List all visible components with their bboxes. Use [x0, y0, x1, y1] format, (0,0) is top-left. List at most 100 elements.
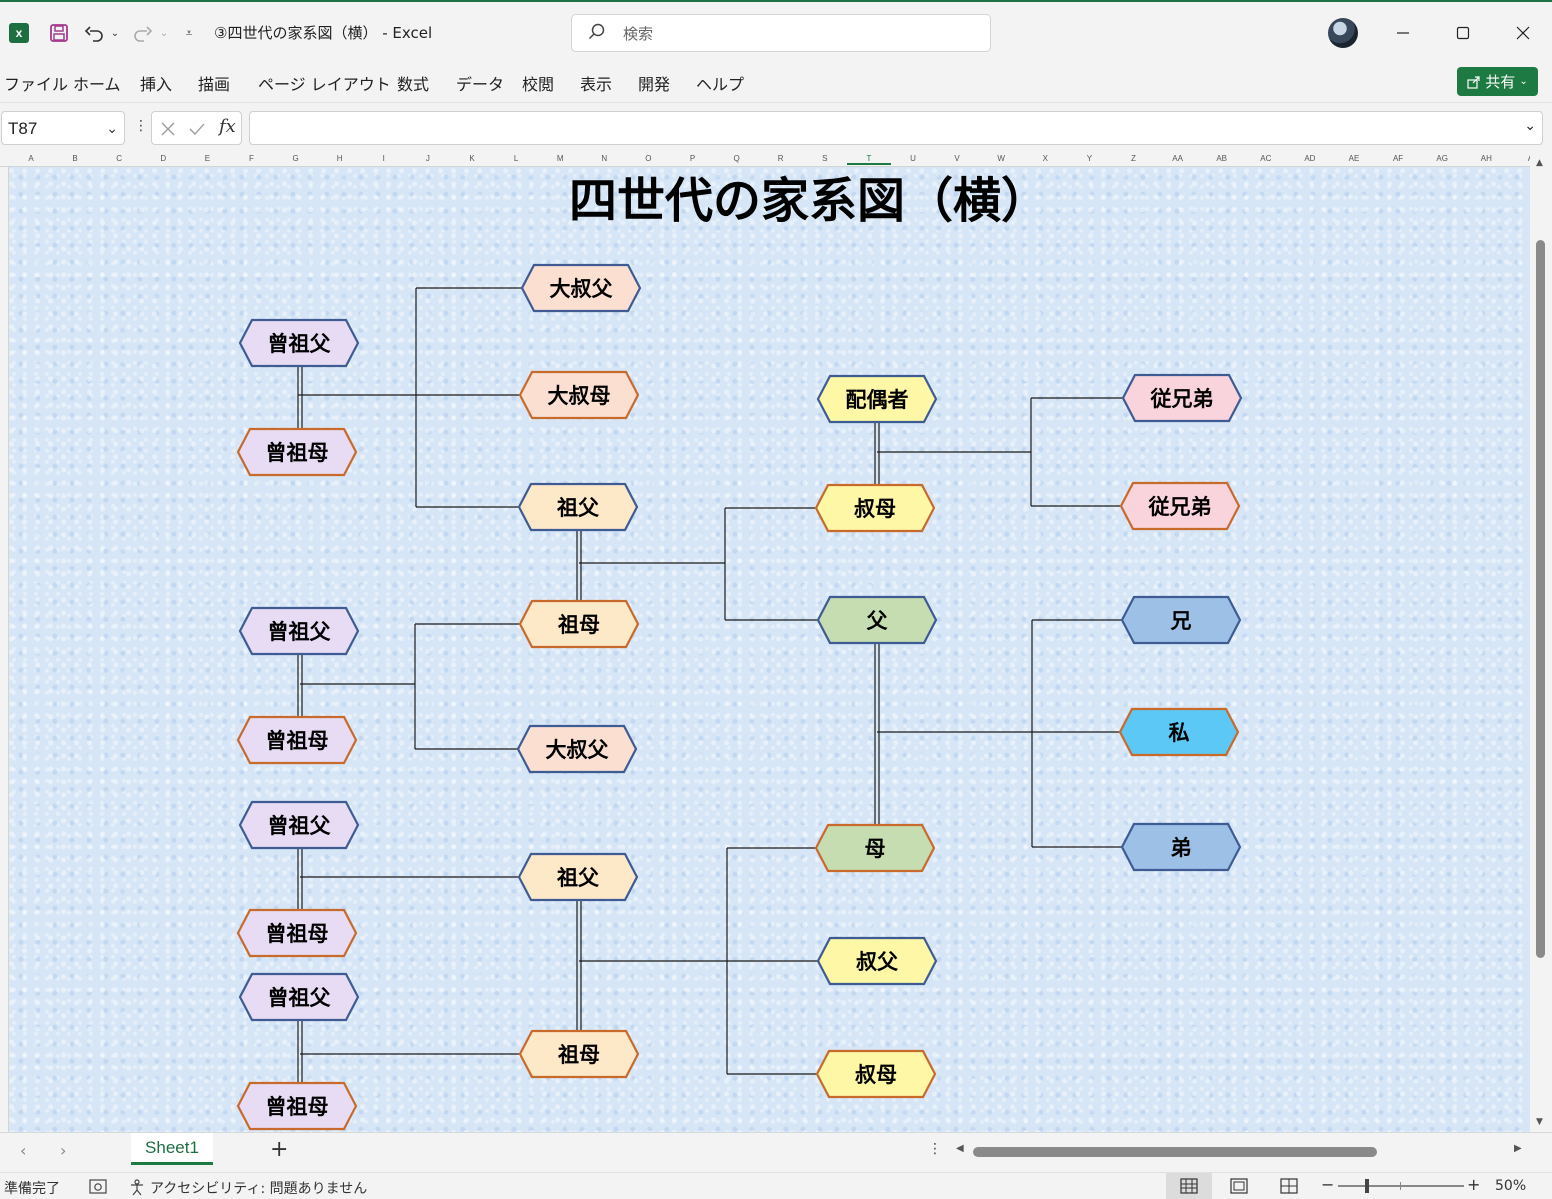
column-header[interactable]: AG — [1436, 154, 1448, 163]
tab-file[interactable]: ファイル — [4, 75, 69, 94]
column-header[interactable]: R — [777, 154, 784, 163]
save-icon[interactable] — [46, 20, 72, 46]
accessibility-icon[interactable] — [128, 1178, 146, 1196]
accessibility-status[interactable]: アクセシビリティ: 問題ありません — [150, 1181, 368, 1197]
formula-input[interactable]: ⌄ — [249, 111, 1543, 145]
column-header[interactable]: F — [249, 154, 254, 163]
scroll-up-icon[interactable]: ▲ — [1536, 158, 1543, 168]
column-header[interactable]: A — [28, 154, 34, 163]
family-node-n4[interactable]: 曾祖母 — [236, 715, 358, 765]
confirm-entry-icon[interactable] — [188, 121, 206, 137]
tab-formulas[interactable]: 数式 — [397, 75, 430, 94]
tab-insert[interactable]: 挿入 — [140, 75, 173, 94]
zoom-slider[interactable] — [1338, 1179, 1464, 1193]
family-node-n15[interactable]: 祖母 — [518, 1029, 640, 1079]
family-node-n21[interactable]: 叔母 — [815, 1049, 937, 1099]
scroll-left-icon[interactable]: ◀ — [956, 1143, 964, 1154]
column-header[interactable]: L — [513, 154, 519, 163]
column-header[interactable]: S — [822, 154, 828, 163]
name-box[interactable]: T87 ⌄ — [1, 111, 125, 145]
column-header[interactable]: W — [997, 154, 1005, 163]
family-node-n14[interactable]: 祖父 — [517, 852, 639, 902]
column-header[interactable]: T — [846, 154, 891, 165]
family-node-n25[interactable]: 私 — [1118, 707, 1240, 757]
column-header[interactable]: G — [292, 154, 299, 163]
family-node-n24[interactable]: 兄 — [1120, 595, 1242, 645]
macro-record-icon[interactable] — [89, 1179, 107, 1195]
share-button[interactable]: 共有 ⌄ — [1457, 67, 1538, 96]
tab-data[interactable]: データ — [456, 75, 505, 94]
redo-dropdown-icon[interactable]: ⌄ — [159, 27, 169, 39]
family-node-n20[interactable]: 叔父 — [816, 936, 938, 986]
worksheet-grid[interactable]: 四世代の家系図（横） 曾祖父曾祖母曾祖父曾祖母曾祖父曾祖母曾祖父曾祖母大叔父大叔… — [9, 167, 1530, 1132]
next-sheet-icon[interactable]: › — [60, 1141, 67, 1160]
family-node-n16[interactable]: 配偶者 — [816, 374, 938, 424]
expand-formula-icon[interactable]: ⌄ — [1524, 118, 1536, 134]
tab-page-layout[interactable]: ページ レイアウト — [258, 75, 391, 94]
column-header[interactable]: Q — [733, 154, 740, 163]
family-node-n10[interactable]: 大叔母 — [518, 370, 640, 420]
family-node-n2[interactable]: 曾祖母 — [236, 427, 358, 477]
column-header[interactable]: AH — [1480, 154, 1492, 163]
close-icon[interactable] — [1508, 18, 1538, 48]
family-node-n9[interactable]: 大叔父 — [520, 263, 642, 313]
column-header[interactable]: AF — [1392, 154, 1404, 163]
vertical-scroll-thumb[interactable] — [1536, 240, 1545, 958]
family-node-n12[interactable]: 祖母 — [518, 599, 640, 649]
page-break-view-icon[interactable] — [1280, 1178, 1298, 1194]
column-header[interactable]: U — [910, 154, 916, 163]
family-node-n13[interactable]: 大叔父 — [516, 724, 638, 774]
column-header[interactable]: V — [954, 154, 960, 163]
add-sheet-icon[interactable]: + — [270, 1137, 289, 1162]
family-node-n5[interactable]: 曾祖父 — [238, 800, 360, 850]
insert-function-icon[interactable]: fx — [219, 116, 236, 137]
tab-draw[interactable]: 描画 — [198, 75, 231, 94]
cancel-entry-icon[interactable] — [160, 121, 176, 137]
customize-toolbar-icon[interactable]: ⩡ — [185, 25, 193, 40]
column-header[interactable]: B — [72, 154, 78, 163]
column-header[interactable]: D — [160, 154, 167, 163]
column-header[interactable]: AA — [1172, 154, 1183, 163]
horizontal-scroll-thumb[interactable] — [973, 1147, 1377, 1157]
column-header[interactable]: AD — [1304, 154, 1316, 163]
chevron-down-icon[interactable]: ⌄ — [106, 120, 118, 136]
column-header[interactable]: C — [116, 154, 123, 163]
column-header[interactable]: X — [1042, 154, 1048, 163]
horizontal-scrollbar[interactable]: ◀ ▶ — [952, 1139, 1530, 1165]
column-header[interactable]: K — [469, 154, 475, 163]
zoom-in-icon[interactable]: + — [1467, 1175, 1481, 1194]
family-node-n8[interactable]: 曾祖母 — [236, 1081, 358, 1131]
vertical-scrollbar[interactable]: ▲ ▼ — [1530, 152, 1552, 1132]
redo-icon[interactable] — [131, 20, 155, 46]
prev-sheet-icon[interactable]: ‹ — [20, 1141, 27, 1160]
family-node-n1[interactable]: 曾祖父 — [238, 318, 360, 368]
column-header[interactable]: M — [556, 154, 564, 163]
scroll-right-icon[interactable]: ▶ — [1514, 1143, 1522, 1154]
family-node-n7[interactable]: 曾祖父 — [238, 972, 360, 1022]
search-box[interactable]: 検索 — [571, 14, 991, 52]
column-header[interactable]: AB — [1216, 154, 1228, 163]
column-header[interactable]: E — [204, 154, 211, 163]
tab-options-icon[interactable]: ⋮ — [928, 1141, 942, 1157]
family-node-n17[interactable]: 叔母 — [814, 483, 936, 533]
family-node-n23[interactable]: 従兄弟 — [1119, 481, 1241, 531]
tab-view[interactable]: 表示 — [580, 75, 613, 94]
column-header[interactable]: H — [336, 154, 343, 163]
family-node-n3[interactable]: 曾祖父 — [238, 606, 360, 656]
scroll-down-icon[interactable]: ▼ — [1536, 1117, 1543, 1127]
column-header[interactable]: J — [425, 154, 430, 163]
column-header[interactable]: O — [645, 154, 652, 163]
tab-developer[interactable]: 開発 — [638, 75, 671, 94]
undo-dropdown-icon[interactable]: ⌄ — [110, 27, 120, 39]
minimize-icon[interactable] — [1388, 18, 1418, 48]
zoom-slider-thumb[interactable] — [1365, 1179, 1369, 1193]
family-node-n26[interactable]: 弟 — [1120, 822, 1242, 872]
normal-view-button[interactable] — [1166, 1173, 1212, 1199]
family-node-n6[interactable]: 曾祖母 — [236, 908, 358, 958]
column-header[interactable]: AE — [1348, 154, 1360, 163]
column-header[interactable]: N — [601, 154, 608, 163]
column-header[interactable]: AC — [1260, 154, 1272, 163]
more-options-icon[interactable]: ⋮ — [134, 118, 148, 134]
zoom-out-icon[interactable]: − — [1321, 1175, 1335, 1194]
family-node-n19[interactable]: 母 — [814, 823, 936, 873]
